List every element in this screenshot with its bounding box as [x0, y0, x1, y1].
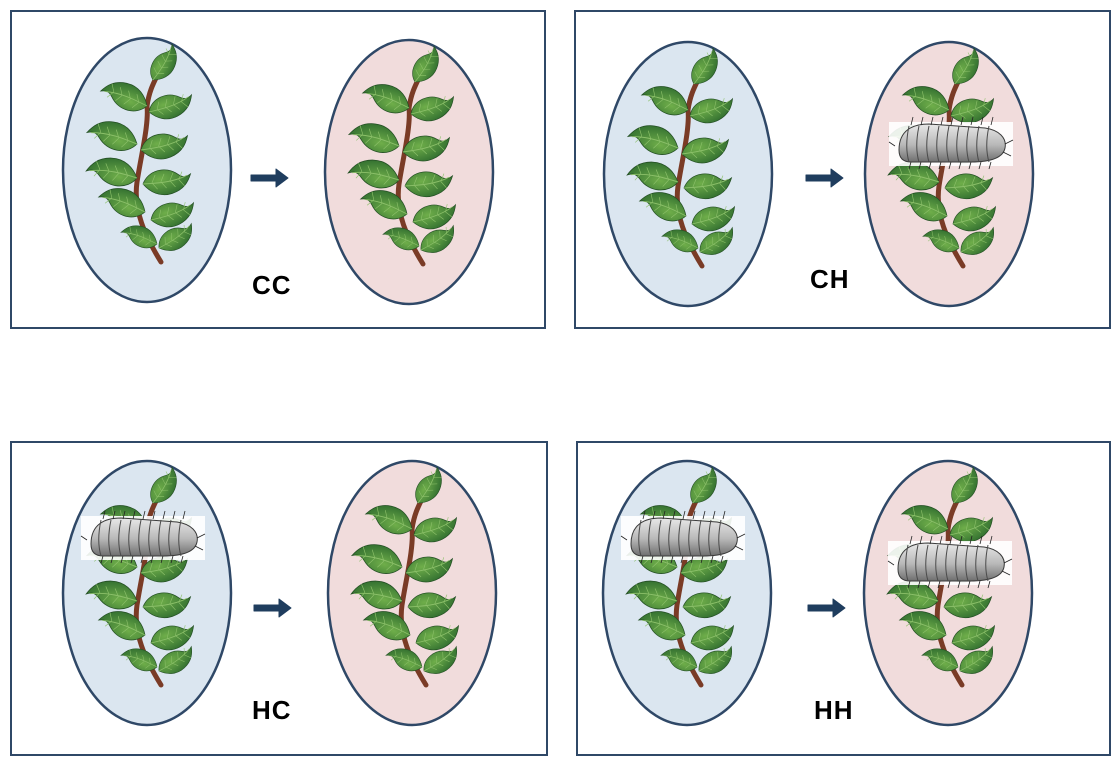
- caterpillar-body: [898, 543, 1004, 581]
- caterpillar: [889, 117, 1013, 169]
- panel-cc-label: CC: [252, 270, 292, 301]
- caterpillar: [621, 511, 745, 563]
- caterpillar-body: [899, 124, 1005, 162]
- panel-hc-label: HC: [252, 695, 292, 726]
- panel-cc: CC: [10, 10, 546, 329]
- caterpillar: [81, 511, 205, 563]
- arrow-icon: [808, 599, 845, 617]
- panel-hc: HC: [10, 441, 548, 756]
- caterpillar: [888, 536, 1012, 588]
- arrow-icon: [251, 169, 288, 187]
- arrow-icon: [254, 599, 291, 617]
- caterpillar-body: [631, 518, 737, 556]
- panel-ch: CH: [574, 10, 1111, 329]
- panel-hh-label: HH: [814, 695, 854, 726]
- caterpillar-body: [91, 518, 197, 556]
- panel-hh: HH: [576, 441, 1111, 756]
- arrow-icon: [806, 169, 843, 187]
- panel-ch-label: CH: [810, 264, 850, 295]
